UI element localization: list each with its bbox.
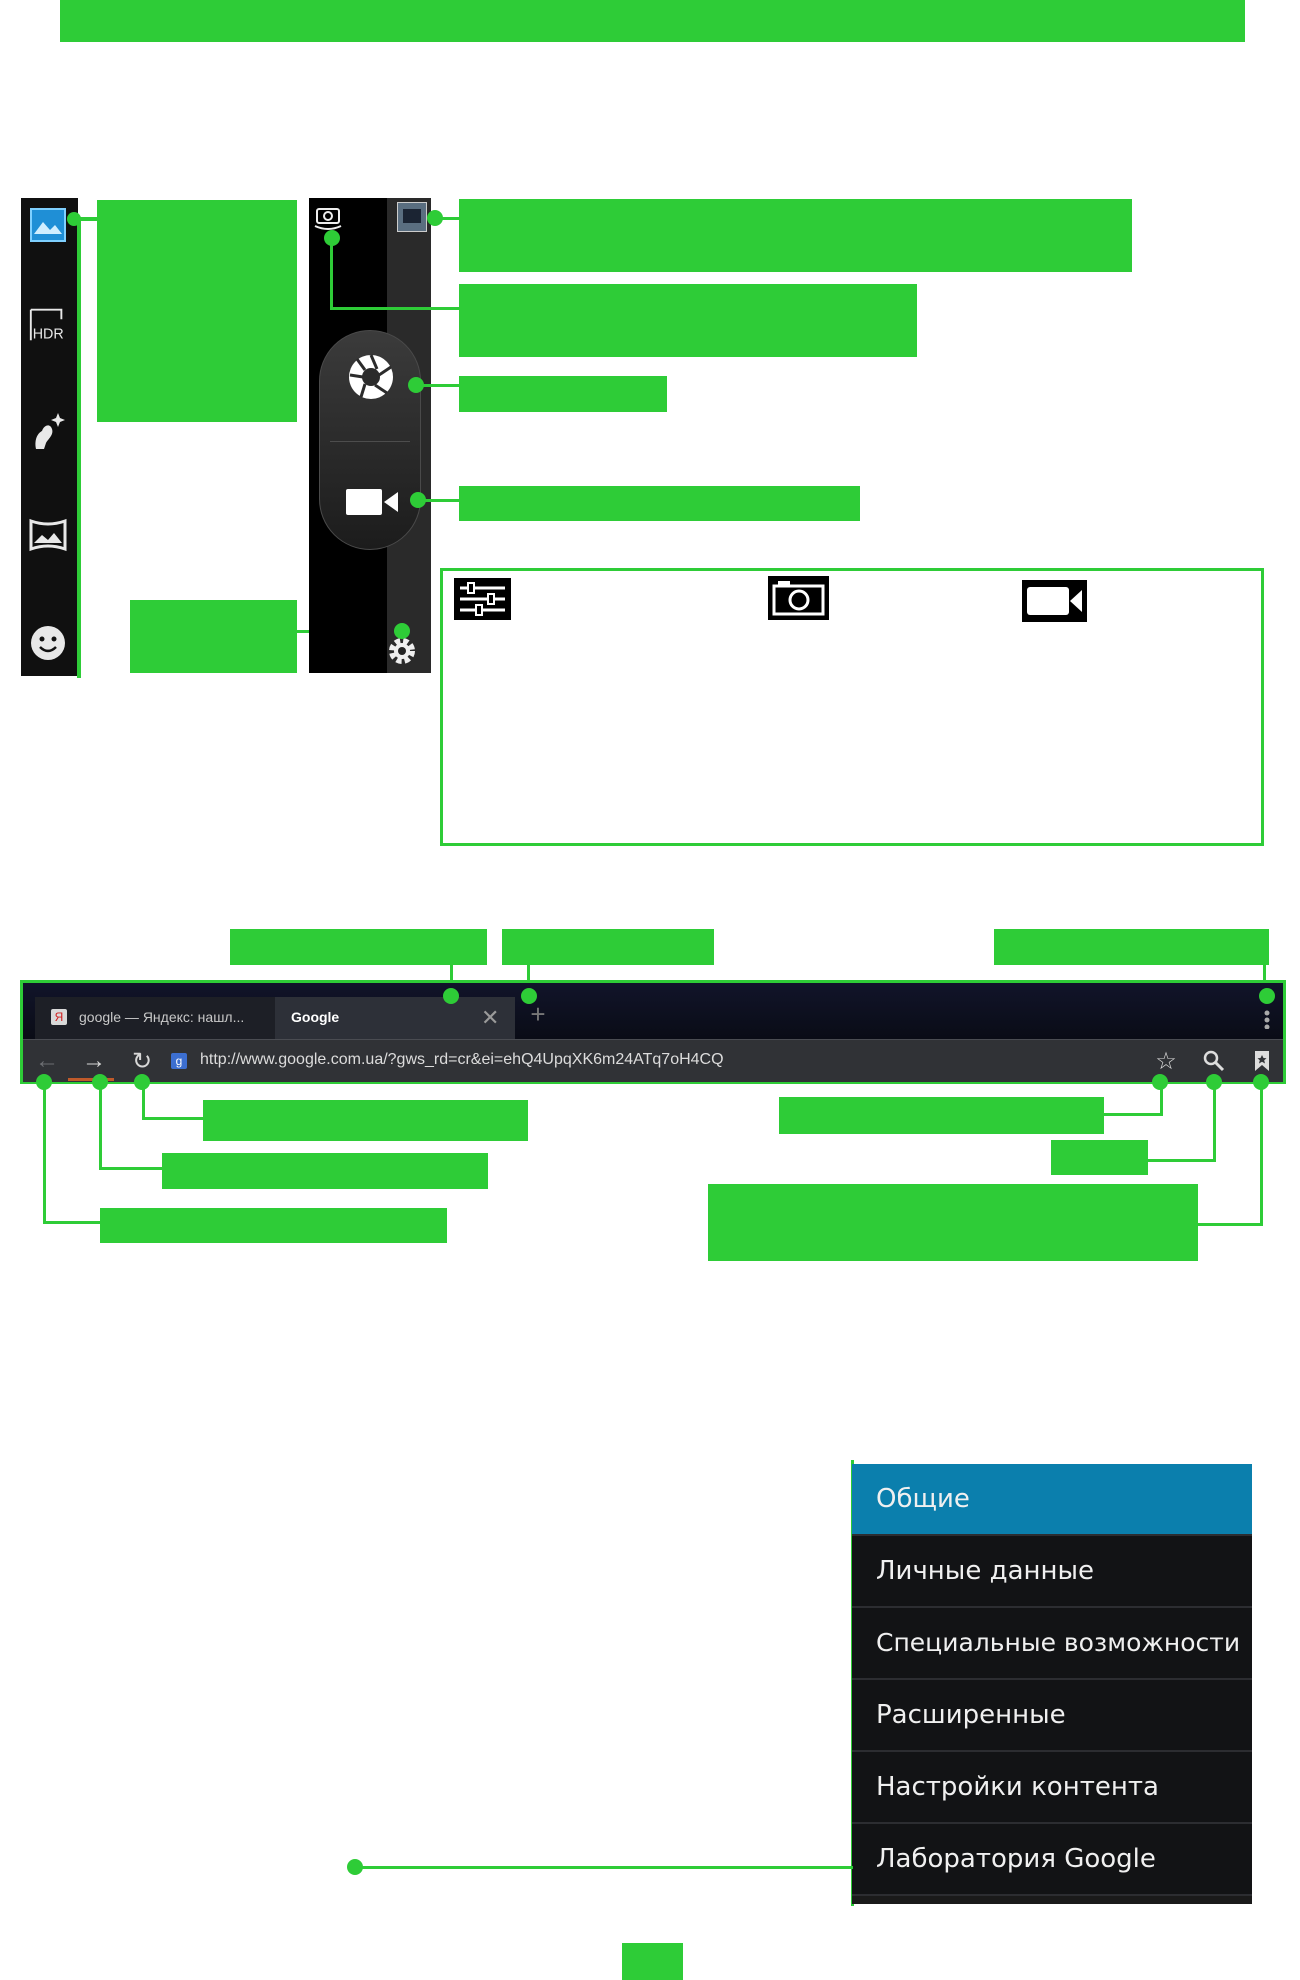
menu-item-label: Настройки контента xyxy=(876,1772,1159,1802)
switch-camera-icon[interactable] xyxy=(313,204,345,232)
browser-tab-active[interactable]: Google ✕ xyxy=(275,997,515,1039)
shutter-icon[interactable] xyxy=(347,353,395,401)
callout-box xyxy=(459,486,860,521)
menu-item-advanced[interactable]: Расширенные xyxy=(852,1680,1252,1752)
callout-dot xyxy=(394,623,410,639)
callout-box xyxy=(459,284,917,357)
tab-bar: Я google — Яндекс: нашл... Google ✕ + xyxy=(23,983,1283,1039)
menu-item-general[interactable]: Общие xyxy=(852,1464,1252,1536)
menu-item-google-labs[interactable]: Лаборатория Google xyxy=(852,1824,1252,1896)
gallery-thumbnail[interactable] xyxy=(397,202,427,232)
header-bar xyxy=(60,0,1245,42)
video-camera-icon xyxy=(1022,580,1087,622)
callout-box xyxy=(100,1208,447,1243)
camera-icon xyxy=(768,576,829,620)
browser-frame xyxy=(20,980,1286,1084)
callout-box xyxy=(130,600,297,673)
camera-mode-strip: HDR xyxy=(21,198,78,676)
panorama-mode-icon[interactable] xyxy=(27,514,69,556)
browser-chrome: Я google — Яндекс: нашл... Google ✕ + ← … xyxy=(23,983,1283,1082)
photo-mode-icon[interactable] xyxy=(27,204,69,246)
camera-controls-panel xyxy=(309,198,431,673)
menu-item-content-settings[interactable]: Настройки контента xyxy=(852,1752,1252,1824)
callout-dot xyxy=(1259,988,1275,1004)
menu-item-label: Личные данные xyxy=(876,1556,1095,1586)
callout-box xyxy=(203,1100,528,1141)
callout-box xyxy=(459,199,1132,272)
video-record-icon[interactable] xyxy=(346,487,398,517)
shutter-pill xyxy=(319,330,421,550)
callout-dot xyxy=(443,988,459,1004)
search-icon[interactable] xyxy=(1199,1046,1229,1076)
star-icon[interactable]: ☆ xyxy=(1155,1047,1177,1075)
site-favicon: g xyxy=(171,1053,187,1069)
menu-item-label: Расширенные xyxy=(876,1700,1066,1730)
callout-box xyxy=(459,376,667,412)
page-number-box xyxy=(622,1943,683,1980)
overflow-menu-icon[interactable] xyxy=(1263,1003,1271,1030)
beauty-mode-icon[interactable] xyxy=(27,410,69,452)
tab-title: Google xyxy=(291,1009,340,1025)
settings-menu: Общие Личные данные Специальные возможно… xyxy=(852,1464,1252,1904)
yandex-favicon: Я xyxy=(51,1009,67,1025)
face-mode-icon[interactable] xyxy=(27,622,69,664)
settings-icons-box xyxy=(440,568,1264,846)
bookmarks-icon[interactable] xyxy=(1247,1046,1277,1076)
menu-item-label: Специальные возможности xyxy=(876,1628,1241,1657)
sliders-icon xyxy=(454,578,511,620)
callout-box xyxy=(994,929,1269,965)
callout-box xyxy=(230,929,487,965)
browser-tab[interactable]: Я google — Яндекс: нашл... xyxy=(35,997,275,1039)
hdr-mode-icon[interactable]: HDR xyxy=(27,304,69,346)
callout-box xyxy=(502,929,714,965)
tab-title: google — Яндекс: нашл... xyxy=(79,1009,245,1025)
callout-box xyxy=(708,1184,1198,1261)
forward-icon[interactable]: → xyxy=(82,1047,106,1074)
address-bar[interactable]: http://www.google.com.ua/?gws_rd=cr&ei=e… xyxy=(200,1051,724,1068)
reload-icon[interactable]: ↻ xyxy=(131,1047,153,1075)
callout-dot xyxy=(521,988,537,1004)
menu-item-accessibility[interactable]: Специальные возможности xyxy=(852,1608,1252,1680)
menu-item-privacy[interactable]: Личные данные xyxy=(852,1536,1252,1608)
callout-box xyxy=(779,1097,1104,1134)
menu-item-label: Общие xyxy=(876,1484,970,1514)
callout-box xyxy=(1051,1140,1148,1175)
toolbar: ← → ↻ g http://www.google.com.ua/?gws_rd… xyxy=(23,1039,1283,1082)
close-tab-icon[interactable]: ✕ xyxy=(481,1005,500,1030)
callout-box xyxy=(162,1153,488,1189)
settings-gear-icon[interactable] xyxy=(385,634,419,668)
hdr-label: HDR xyxy=(33,326,64,342)
new-tab-icon[interactable]: + xyxy=(530,999,546,1029)
menu-item-label: Лаборатория Google xyxy=(876,1844,1156,1874)
callout-box xyxy=(97,200,297,422)
back-icon[interactable]: ← xyxy=(35,1047,59,1074)
